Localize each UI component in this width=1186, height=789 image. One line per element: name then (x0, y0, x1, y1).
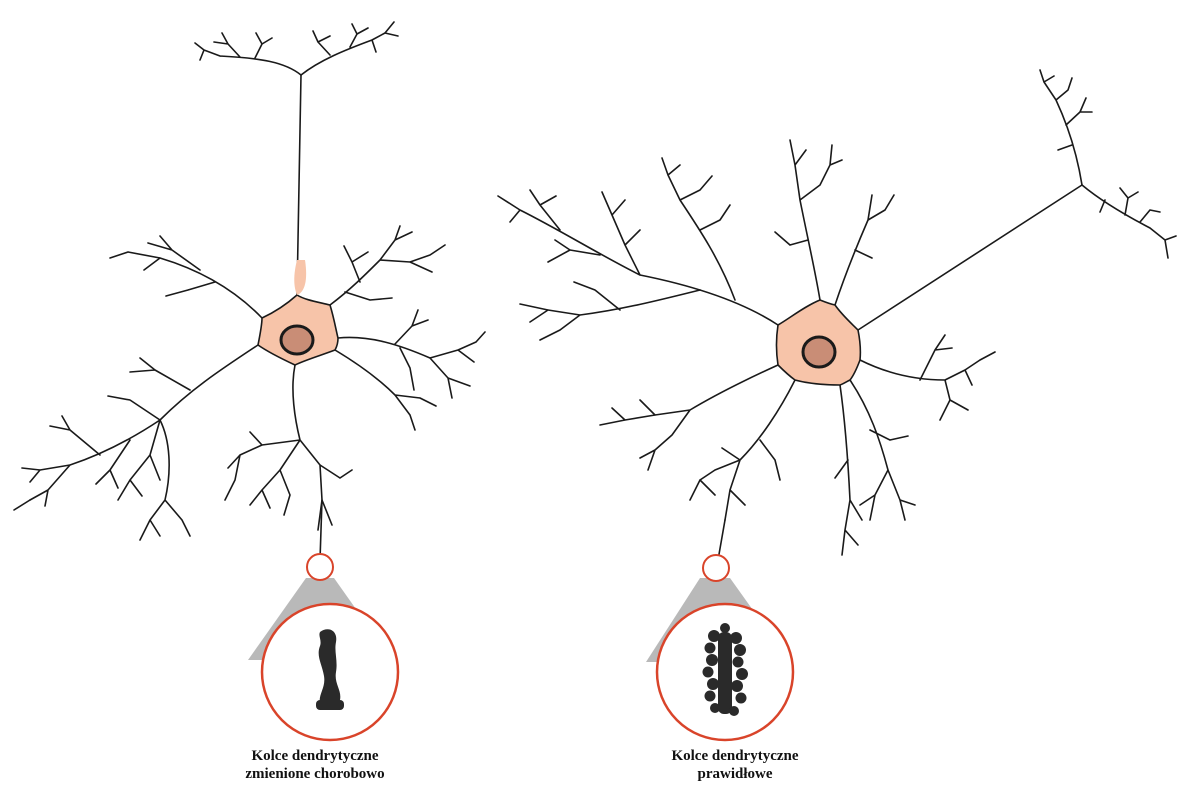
caption-right-line1: Kolce dendrytyczne (610, 747, 860, 765)
neuron-left-nucleus (281, 326, 313, 354)
magnifier-right (646, 555, 793, 740)
magnifier-right-small-circle (703, 555, 729, 581)
caption-left-line1: Kolce dendrytyczne (190, 747, 440, 765)
magnifier-left (248, 554, 398, 740)
caption-left-line2: zmienione chorobowo (190, 765, 440, 783)
caption-healthy-spines: Kolce dendrytyczne prawidłowe (610, 747, 860, 783)
magnifier-left-small-circle (307, 554, 333, 580)
neuron-left-dendrites (14, 22, 485, 560)
neuron-right-healthy (498, 70, 1176, 740)
caption-diseased-spines: Kolce dendrytyczne zmienione chorobowo (190, 747, 440, 783)
neuron-right-nucleus (803, 337, 835, 367)
caption-right-line2: prawidłowe (610, 765, 860, 783)
neuron-left-diseased (14, 22, 485, 740)
